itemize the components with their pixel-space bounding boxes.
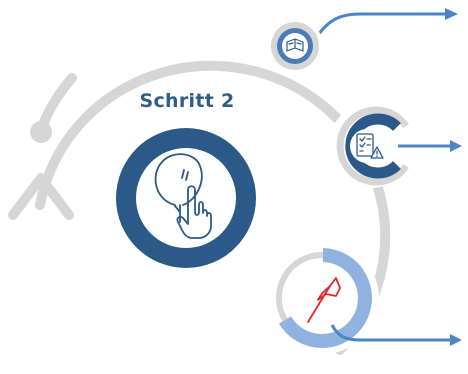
node-flag (267, 242, 462, 354)
connector-arrow-3 (330, 324, 450, 342)
red-flag-icon (307, 277, 341, 323)
connector-arrow-1 (314, 12, 445, 39)
step-title: Schritt 2 (139, 90, 235, 112)
arrowhead-2 (450, 140, 462, 152)
arrowhead-3 (450, 334, 462, 346)
checklist-warning-icon (356, 133, 384, 159)
node-3-gray-arc (275, 251, 324, 322)
node-2-gray-arc (336, 106, 409, 186)
arrowhead-1 (445, 8, 458, 20)
cycle-ring (35, 60, 391, 355)
node-map-book (267, 8, 458, 74)
node-checklist (328, 104, 462, 188)
map-book-icon (286, 38, 304, 52)
cycle-start-dot (30, 121, 52, 143)
step-center (116, 128, 256, 268)
cycle-arrowhead (8, 173, 74, 220)
tree-tap-hand-icon (154, 153, 212, 239)
node-3-light-arc (278, 248, 372, 348)
